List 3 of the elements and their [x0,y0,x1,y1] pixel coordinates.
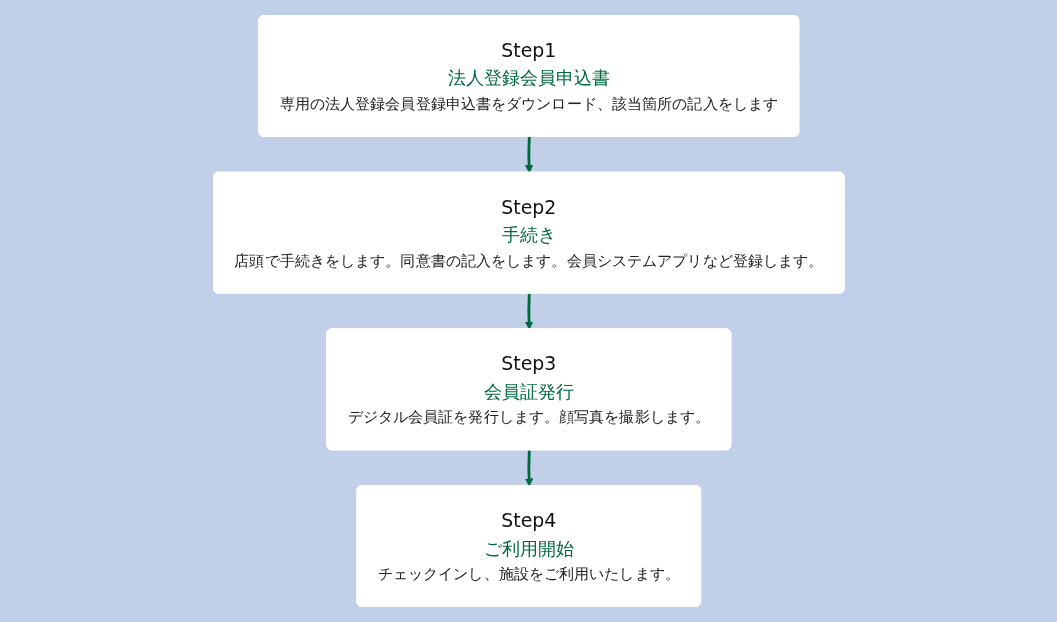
arrow [524,293,533,330]
arrow [524,136,533,174]
arrow [524,450,533,487]
